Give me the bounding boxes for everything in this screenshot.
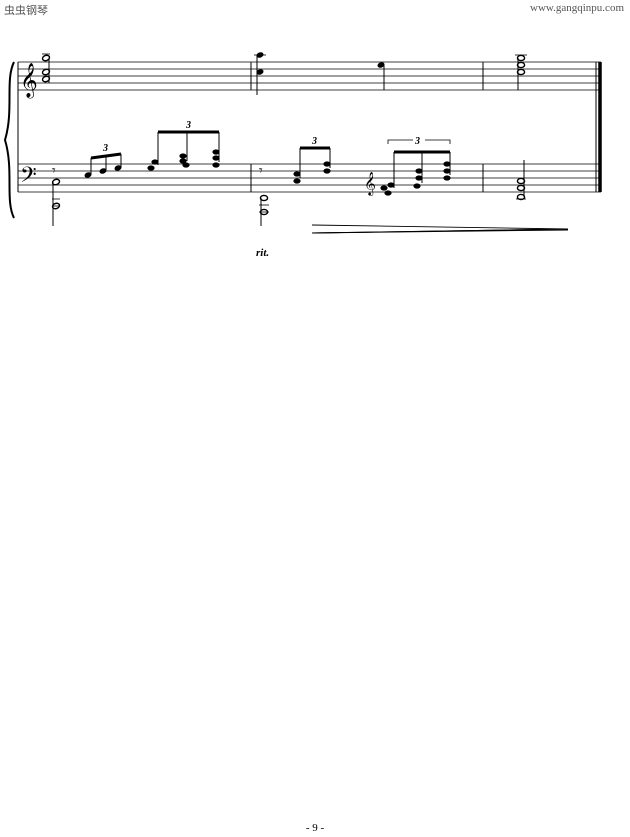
- treble-clef-icon: 𝄞: [20, 63, 38, 99]
- bass-clef-icon: 𝄢: [20, 163, 37, 193]
- treble-staff: [18, 61, 601, 91]
- svg-text:𝄾: 𝄾: [259, 163, 263, 179]
- treble-clef-change-icon: 𝄞: [364, 171, 376, 196]
- m2-triplet-1: 3: [293, 136, 331, 184]
- m1-bass-rest: 𝄾: [52, 163, 56, 179]
- svg-text:3: 3: [414, 136, 420, 147]
- grand-staff-brace: [3, 61, 15, 219]
- m1-bass-low-half-notes: [51, 178, 61, 226]
- m2-bass-rest: 𝄾: [259, 163, 263, 179]
- site-name-header: 虫虫钢琴: [4, 4, 48, 17]
- bass-staff: [18, 163, 601, 193]
- m3-bass-chord: [516, 160, 526, 201]
- m2-treble-chord-1: [254, 52, 266, 95]
- m1-triplet-2: 3: [147, 120, 220, 171]
- barlines: [250, 62, 602, 192]
- triplet-number: 3: [102, 143, 108, 154]
- m2-clef-change: 𝄞: [364, 171, 376, 196]
- tempo-mark-rit: rit.: [256, 247, 269, 259]
- page-number: - 9 -: [305, 822, 325, 834]
- m2-triplet-2: 3: [380, 134, 451, 196]
- svg-text:3: 3: [311, 136, 317, 147]
- m1-triplet-1: 3: [84, 143, 122, 178]
- site-url-header: www.gangqinpu.com: [530, 2, 624, 14]
- m1-treble-chord: [41, 53, 51, 83]
- svg-text:𝄾: 𝄾: [52, 163, 56, 179]
- m2-bass-low-half-notes: [259, 194, 269, 226]
- m2-treble-note-2: [377, 62, 385, 90]
- m3-treble-chord: [515, 54, 527, 90]
- svg-text:3: 3: [185, 120, 191, 131]
- decrescendo-hairpin: [311, 224, 569, 234]
